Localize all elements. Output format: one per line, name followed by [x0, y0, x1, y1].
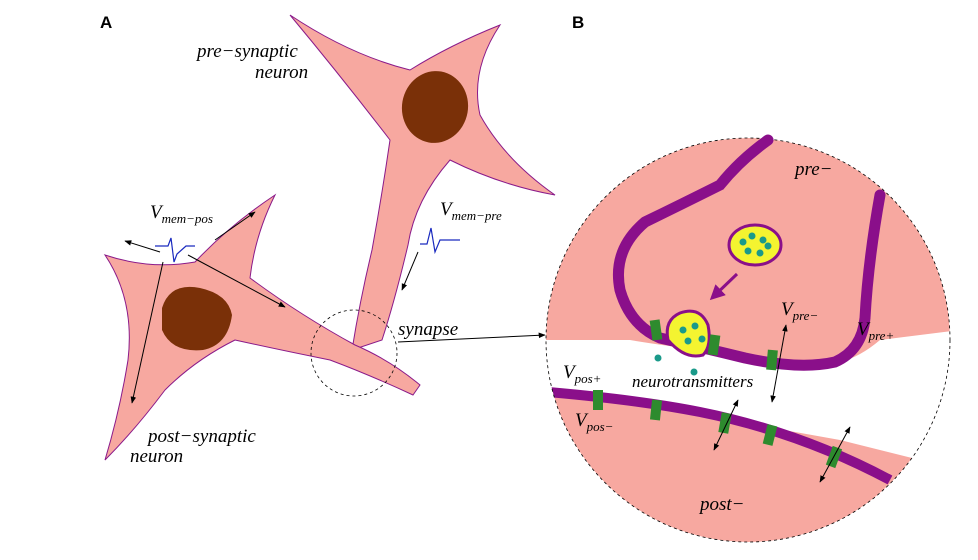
fusing-vesicle	[665, 309, 711, 358]
arrow-mem-pos-upright	[214, 211, 256, 241]
synapse-zoom-view	[546, 138, 950, 542]
v-pos-minus-label: Vpos−	[575, 410, 613, 434]
released-neurotransmitters	[654, 354, 698, 376]
v-mem-pos-label: Vmem−pos	[150, 202, 213, 226]
spike-mem-pos	[155, 237, 195, 263]
arrow-mem-pos-right	[187, 254, 286, 308]
arrow-synapse-to-zoom	[397, 332, 546, 343]
arrow-mem-pre-down	[401, 251, 419, 291]
pre-neuron-label-line1: pre−synaptic	[195, 41, 298, 62]
synapse-highlight-circle	[310, 309, 398, 397]
pre-minus-label: pre−	[793, 159, 832, 180]
fusing-vesicle-neurotransmitters	[679, 322, 706, 345]
post-synaptic-neuron	[103, 193, 421, 461]
pre-neuron-nucleus	[401, 71, 469, 143]
membrane-potential-arrows	[713, 324, 851, 483]
vesicle-neurotransmitters	[739, 232, 772, 257]
panel-a-letter: A	[100, 13, 112, 32]
post-neuron-label-line1: post−synaptic	[146, 426, 256, 447]
v-pre-minus-label: Vpre−	[781, 299, 818, 323]
synapse-label: synapse	[398, 319, 458, 340]
pre-synaptic-membrane	[612, 134, 886, 371]
spike-mem-pre	[420, 227, 460, 255]
neurotransmitters-label: neurotransmitters	[632, 372, 754, 391]
vesicle	[727, 223, 783, 267]
synaptic-cleft	[546, 330, 950, 470]
panel-b-letter: B	[572, 13, 584, 32]
v-pre-plus-label: Vpre+	[857, 319, 894, 343]
v-mem-pre-label: Vmem−pre	[440, 199, 502, 223]
post-neuron-label-line2: neuron	[130, 446, 183, 467]
post-minus-label: post−	[698, 494, 745, 515]
vesicle-movement-arrow	[709, 272, 739, 301]
pre-synaptic-neuron	[289, 14, 556, 351]
pre-neuron-label-line2: neuron	[255, 62, 308, 83]
post-neuron-nucleus	[162, 286, 232, 351]
arrow-mem-pos-upleft	[124, 240, 161, 253]
v-pos-plus-label: Vpos+	[563, 362, 601, 386]
arrow-mem-pos-down	[130, 261, 164, 404]
synapse-zoom-border	[545, 137, 951, 543]
